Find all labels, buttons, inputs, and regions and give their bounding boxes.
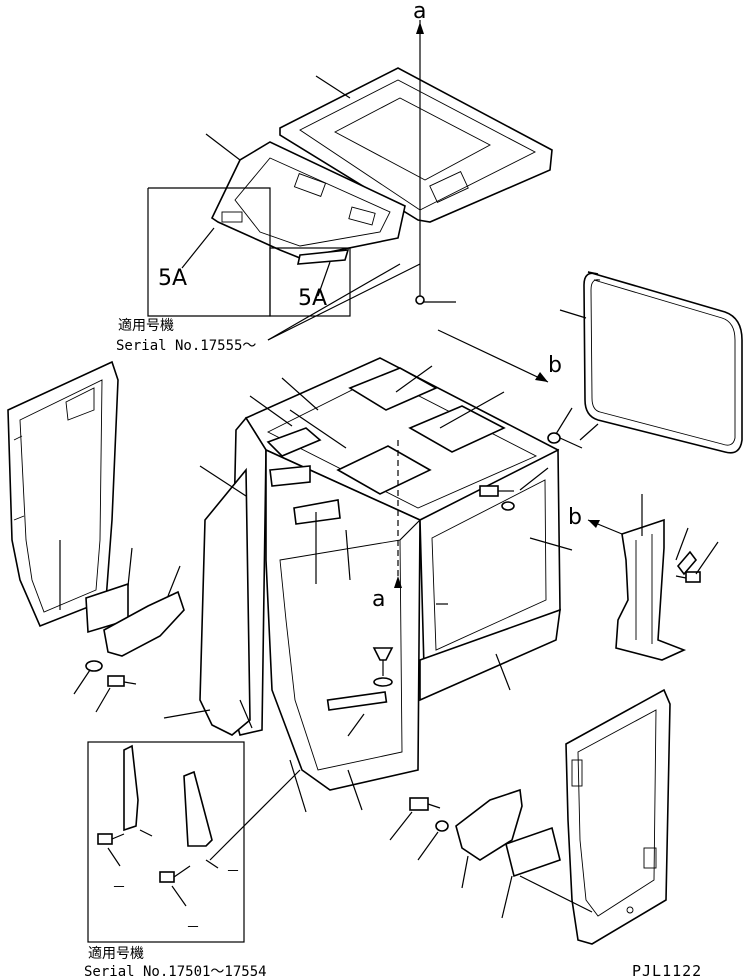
right-door [565,688,671,945]
applicability-label-top: 適用号機 [118,317,174,334]
headliner-panel [205,133,406,265]
door-handle [326,691,388,711]
view-label-a-middle: a [372,587,385,612]
bolt-variant-1 [97,833,113,845]
cab-frame [199,357,561,791]
callout-variant-1: － [112,880,126,896]
roof-mat-3 [336,445,432,495]
fasteners-left [73,660,137,713]
step-cover-right [389,788,593,919]
bolt-right [479,485,499,497]
left-door [7,360,119,628]
bolt-left [107,675,125,687]
callout-variant-2: － [226,864,240,880]
view-label-a-top: a [413,0,426,24]
clip-pillar [676,550,698,576]
variant-box-bottom [87,741,301,943]
washer-left [85,660,103,672]
view-arrow-a-top [415,20,456,305]
bolt-variant-2 [159,871,175,883]
applicability-label-bottom: 適用号機 [88,945,144,962]
view-label-b-right: b [568,505,582,530]
view-arrow-b-right [587,519,623,535]
pillar-cover [615,494,719,661]
roof-panel [279,67,553,223]
serial-text-top: Serial No.17555～ [116,338,256,354]
cab-leader-lines [199,365,573,813]
callout-5a-right: 5A [298,286,327,311]
serial-text-bottom: Serial No.17501～17554 [84,964,267,980]
mat-pad-right [505,826,561,878]
view-label-b-upper: b [548,353,562,378]
variant-box-top [147,187,421,341]
washer-bottom [435,820,449,832]
view-arrow-b-upper [437,329,549,383]
roof-mat-4 [266,427,322,457]
leader-left-pillar-2 [239,699,253,729]
leader-left-pillar [163,709,211,719]
fasteners-right [479,407,599,511]
callout-5a-left: 5A [158,266,187,291]
clip-upper [547,432,561,444]
washer-right [501,501,515,511]
drawing-code: PJL1122 [632,962,702,980]
callout-variant-3: － [186,920,200,936]
bolt-pillar [685,571,701,583]
bolt-front [372,647,394,661]
view-arrow-a-middle [394,440,402,590]
window-seal [559,271,743,454]
roof-mat-2 [408,405,506,453]
bolt-bottom [409,797,429,811]
step-cover-left [85,547,185,657]
